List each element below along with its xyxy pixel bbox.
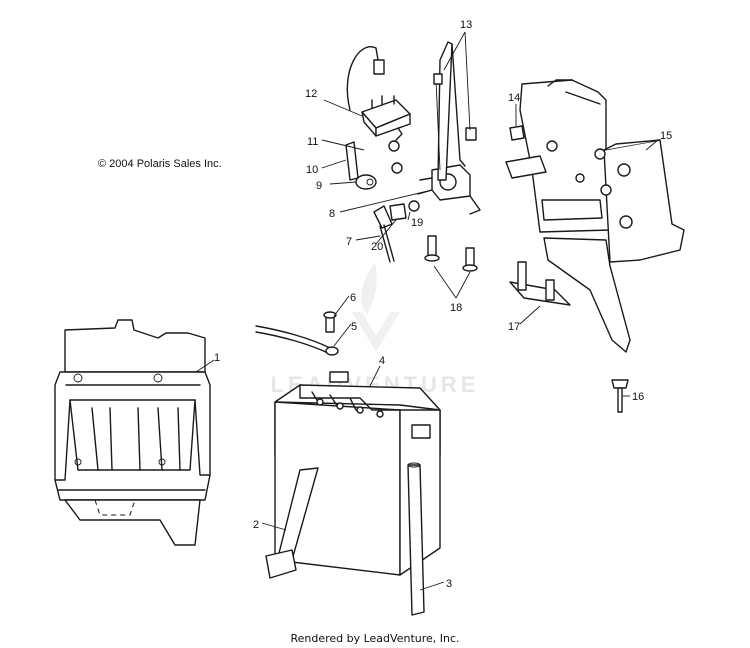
battery-strap-part [265,467,319,579]
leader-lines [195,31,659,591]
footer-credit: Rendered by LeadVenture, Inc. [290,632,460,645]
callout-17: 17 [508,321,520,333]
battery-holder-part [54,319,211,546]
callout-15: 15 [660,130,672,142]
nut-part [509,125,525,141]
callout-5: 5 [351,321,357,333]
callout-7: 7 [346,236,352,248]
studs-part [424,235,478,272]
callout-11: 11 [307,136,318,148]
callout-1: 1 [214,352,220,364]
callout-labels: 1 2 3 4 5 6 7 8 9 10 11 12 13 14 15 16 1… [214,19,672,590]
callout-2: 2 [253,519,259,531]
callout-20: 20 [371,241,383,253]
callout-19: 19 [411,217,423,229]
callout-14: 14 [508,92,520,104]
rivet-part [611,379,629,413]
watermark-logo [352,262,400,352]
solenoid-cluster-part [345,41,481,263]
callout-16: 16 [632,391,644,403]
callout-4: 4 [379,355,385,367]
callout-18: 18 [450,302,462,314]
copyright-text: © 2004 Polaris Sales Inc. [98,158,222,170]
callout-13: 13 [460,19,472,31]
mounting-bracket-part [505,79,685,353]
callout-6: 6 [350,292,356,304]
callout-3: 3 [446,578,452,590]
battery-part [274,371,441,576]
callout-10: 10 [306,164,318,176]
small-bracket-part [509,261,571,306]
callout-12: 12 [305,88,317,100]
callout-9: 9 [316,180,322,192]
vent-hose-part [407,462,425,616]
cable-and-bolt-part [255,311,339,356]
callout-8: 8 [329,208,335,220]
